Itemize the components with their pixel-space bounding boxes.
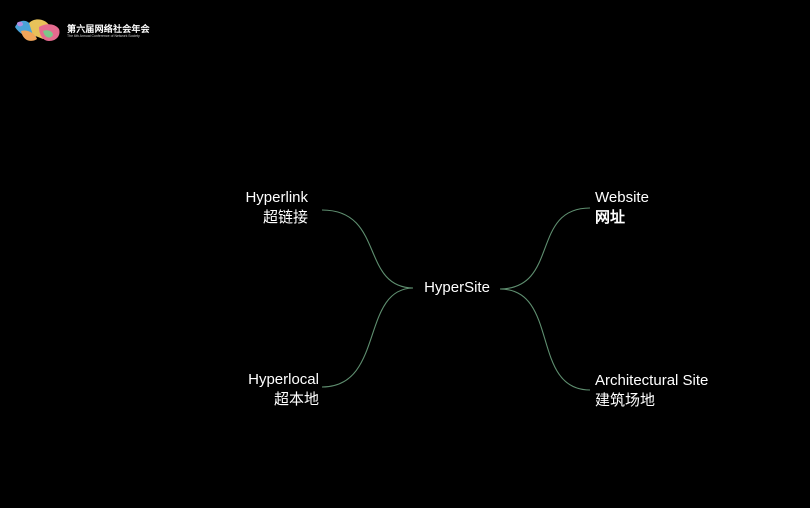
connector-hyperlink bbox=[321, 209, 414, 289]
logo-title: 第六届网络社会年会 bbox=[67, 24, 150, 34]
conference-logo-icon bbox=[15, 19, 60, 41]
branch-hyperlocal-cn: 超本地 bbox=[273, 391, 319, 408]
branch-hyperlocal: Hyperlocal 超本地 bbox=[248, 370, 319, 410]
connector-hyperlocal bbox=[321, 287, 414, 388]
branch-website-cn: 网址 bbox=[595, 209, 626, 226]
branch-hyperlocal-en: Hyperlocal bbox=[248, 371, 319, 388]
branch-architectural-site-cn: 建筑场地 bbox=[595, 392, 656, 409]
connector-website bbox=[499, 207, 591, 290]
mindmap-center-node: HyperSite bbox=[424, 279, 490, 296]
branch-website: Website 网址 bbox=[595, 188, 649, 228]
conference-logo: 第六届网络社会年会 The 6th Annual Conference of N… bbox=[13, 17, 150, 47]
branch-website-en: Website bbox=[595, 189, 649, 206]
branch-hyperlink: Hyperlink 超链接 bbox=[245, 188, 308, 228]
branch-architectural-site: Architectural Site 建筑场地 bbox=[595, 371, 708, 411]
branch-architectural-site-en: Architectural Site bbox=[595, 372, 709, 389]
connector-architectural-site bbox=[499, 288, 591, 391]
branch-hyperlink-en: Hyperlink bbox=[245, 189, 308, 206]
branch-hyperlink-cn: 超链接 bbox=[262, 209, 308, 226]
logo-subtitle: The 6th Annual Conference of Network Soc… bbox=[67, 34, 140, 38]
